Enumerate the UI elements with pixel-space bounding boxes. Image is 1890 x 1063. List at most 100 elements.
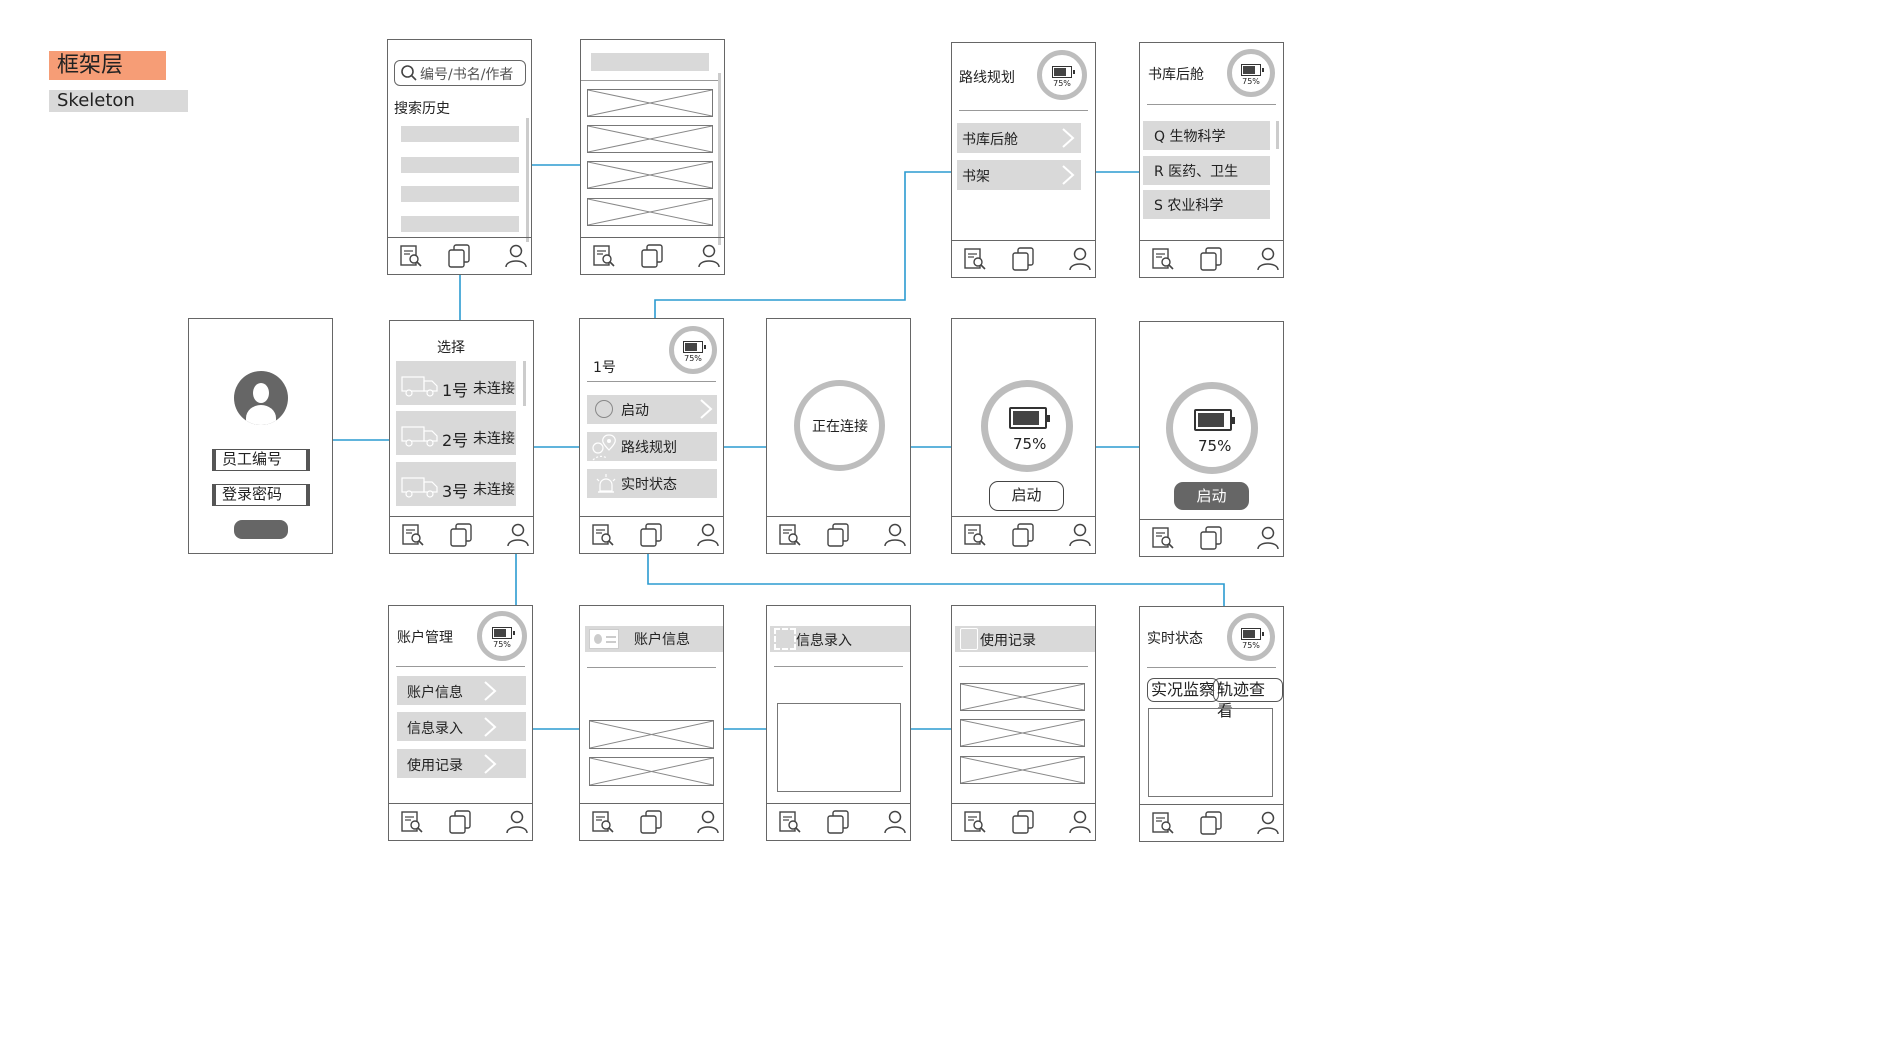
cards-icon[interactable] [638, 809, 664, 835]
history-row[interactable] [401, 157, 519, 173]
account-item[interactable]: 使用记录 [397, 749, 526, 778]
user-icon[interactable] [882, 809, 908, 835]
history-row[interactable] [401, 126, 519, 142]
phone-results [580, 39, 725, 275]
book-search-icon[interactable] [400, 522, 426, 548]
tab-bar [952, 240, 1095, 277]
user-icon[interactable] [882, 522, 908, 548]
chevron-right-icon [483, 717, 497, 737]
cards-icon[interactable] [1010, 522, 1036, 548]
book-search-icon[interactable] [777, 809, 803, 835]
search-box[interactable]: 编号/书名/作者 [394, 60, 526, 86]
account-item[interactable]: 信息录入 [397, 712, 526, 741]
live-monitor-button[interactable]: 实况监察 [1147, 678, 1220, 702]
book-search-icon[interactable] [777, 522, 803, 548]
user-icon[interactable] [505, 522, 531, 548]
start-button-outline[interactable]: 启动 [989, 481, 1064, 511]
document-icon [960, 628, 978, 650]
book-search-icon[interactable] [1150, 525, 1176, 551]
category-item[interactable]: Q 生物科学 [1143, 121, 1270, 150]
robot-menu-start[interactable]: 启动 [587, 395, 717, 424]
phone-account-info: 账户信息 [579, 605, 724, 841]
divider [587, 381, 716, 382]
cards-icon[interactable] [1198, 810, 1224, 836]
route-item[interactable]: 书库后舱 [957, 123, 1081, 153]
cards-icon[interactable] [1010, 809, 1036, 835]
divider [959, 666, 1088, 667]
image-placeholder[interactable] [960, 719, 1085, 747]
cards-icon[interactable] [1010, 246, 1036, 272]
password-field[interactable]: 登录密码 [212, 484, 310, 506]
image-placeholder[interactable] [960, 683, 1085, 711]
id-card-icon [589, 629, 619, 649]
user-icon[interactable] [695, 522, 721, 548]
book-search-icon[interactable] [590, 809, 616, 835]
user-icon[interactable] [1067, 809, 1093, 835]
image-placeholder[interactable] [587, 89, 713, 117]
route-item[interactable]: 书架 [957, 160, 1081, 190]
entry-form-area[interactable] [777, 703, 901, 792]
image-placeholder[interactable] [960, 756, 1085, 784]
image-placeholder[interactable] [589, 720, 714, 749]
image-placeholder[interactable] [587, 198, 713, 226]
cards-icon[interactable] [1198, 525, 1224, 551]
book-search-icon[interactable] [399, 809, 425, 835]
battery-icon [683, 341, 706, 353]
book-search-icon[interactable] [398, 243, 424, 269]
account-item[interactable]: 账户信息 [397, 676, 526, 705]
cards-icon[interactable] [639, 243, 665, 269]
scrollbar[interactable] [1276, 121, 1279, 149]
track-view-button[interactable]: 轨迹查看 [1213, 678, 1283, 720]
cards-icon[interactable] [825, 809, 851, 835]
history-row[interactable] [401, 186, 519, 202]
user-icon[interactable] [1067, 522, 1093, 548]
scrollbar[interactable] [526, 118, 529, 242]
user-icon[interactable] [1255, 246, 1281, 272]
chevron-right-icon [699, 399, 713, 419]
user-icon[interactable] [1255, 810, 1281, 836]
robot-item[interactable]: 3号 未连接 [396, 462, 516, 506]
user-icon[interactable] [695, 809, 721, 835]
robot-item[interactable]: 1号 未连接 [396, 361, 516, 405]
scan-icon [774, 628, 796, 650]
image-placeholder[interactable] [587, 125, 713, 153]
cards-icon[interactable] [448, 522, 474, 548]
tab-bar [1140, 519, 1283, 556]
book-search-icon[interactable] [591, 243, 617, 269]
user-icon[interactable] [504, 809, 530, 835]
robot-menu-route[interactable]: 路线规划 [587, 432, 717, 461]
connecting-ring [794, 380, 885, 471]
cards-icon[interactable] [825, 522, 851, 548]
scrollbar[interactable] [523, 361, 526, 406]
book-search-icon[interactable] [962, 809, 988, 835]
image-placeholder[interactable] [589, 757, 714, 786]
phone-robot: 1号 75% 启动 路线规划 实时状态 [579, 318, 724, 554]
cards-icon[interactable] [1198, 246, 1224, 272]
user-icon[interactable] [503, 243, 529, 269]
user-icon[interactable] [696, 243, 722, 269]
scrollbar[interactable] [718, 73, 721, 245]
book-search-icon[interactable] [1150, 246, 1176, 272]
start-button-filled[interactable]: 启动 [1174, 482, 1249, 510]
info-entry-header: 信息录入 [770, 626, 910, 652]
employee-id-field[interactable]: 员工编号 [212, 449, 310, 471]
user-icon[interactable] [1067, 246, 1093, 272]
category-item[interactable]: R 医药、卫生 [1143, 156, 1270, 185]
book-search-icon[interactable] [962, 246, 988, 272]
cards-icon[interactable] [638, 522, 664, 548]
category-item[interactable]: S 农业科学 [1143, 190, 1270, 219]
history-row[interactable] [401, 216, 519, 232]
image-placeholder[interactable] [587, 161, 713, 189]
robot-menu-status[interactable]: 实时状态 [587, 469, 717, 498]
book-search-icon[interactable] [1150, 810, 1176, 836]
book-search-icon[interactable] [962, 522, 988, 548]
robot-item[interactable]: 2号 未连接 [396, 411, 516, 455]
tab-bar [388, 237, 531, 274]
book-search-icon[interactable] [590, 522, 616, 548]
login-button[interactable] [234, 520, 288, 539]
user-icon[interactable] [1255, 525, 1281, 551]
phone-info-entry: 信息录入 [766, 605, 911, 841]
chevron-right-icon [483, 681, 497, 701]
cards-icon[interactable] [447, 809, 473, 835]
cards-icon[interactable] [446, 243, 472, 269]
